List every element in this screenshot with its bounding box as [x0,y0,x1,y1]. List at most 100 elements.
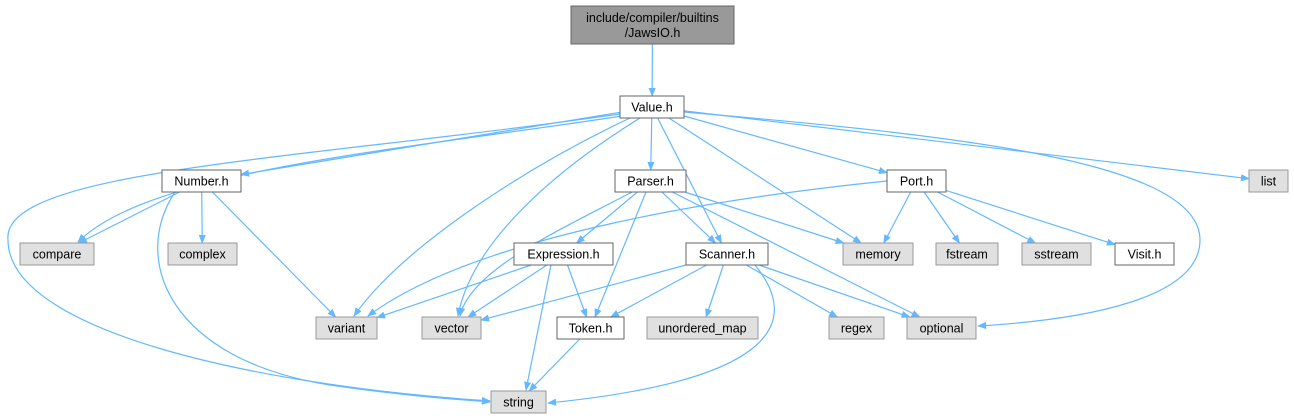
edge-expression_h-to-token_h [566,264,588,318]
node-memory: memory [842,242,914,266]
node-box [619,95,685,119]
node-box [935,242,999,266]
edge-number_h-to-compare [77,191,180,244]
edge-line [661,191,717,244]
node-label: optional [920,322,964,336]
node-port-h[interactable]: Port.h [886,169,947,193]
node-label: /JawsIO.h [625,26,681,40]
edge-port_h-to-visit_h [945,189,1116,246]
node-optional: optional [906,316,977,340]
edge-parser_h-to-token_h [594,191,647,318]
edge-line [683,110,1250,182]
edge-line [7,113,621,405]
node-expression-h[interactable]: Expression.h [513,242,614,266]
edge-value_h-to-compare [77,115,623,243]
node-visit-h[interactable]: Visit.h [1114,242,1175,266]
edge-number_h-to-string [157,191,491,405]
node-sstream: sstream [1021,242,1092,266]
edge-line [657,117,722,244]
edge-line [547,264,775,406]
edge-value_h-to-variant [353,117,631,317]
node-box [513,242,614,266]
node-label: list [1261,175,1277,189]
edge-line [524,264,552,391]
node-value-h[interactable]: Value.h [619,95,685,119]
node-complex: complex [167,242,238,266]
edge-value_h-to-string [7,113,621,405]
edge-port_h-to-fstream [923,191,960,244]
edge-value_h-to-scanner_h [657,117,722,244]
node-unordered-map: unordered_map [646,316,759,340]
edge-line [684,191,845,244]
node-box [646,316,759,340]
node-box [421,316,482,340]
node-label: regex [841,322,873,336]
node-box [886,169,947,193]
edge-parser_h-to-expression_h [575,191,638,244]
edge-port_h-to-sstream [937,191,1037,244]
edge-line [746,264,839,318]
edge-scanner_h-to-vector [480,264,687,322]
edge-value_h-to-parser_h [647,117,655,171]
node-label: memory [855,248,901,262]
edge-scanner_h-to-unordered_map [705,264,724,318]
node-list: list [1248,169,1289,193]
node-box [828,316,885,340]
node-box [1114,242,1175,266]
node-label: Token.h [569,322,613,336]
edge-scanner_h-to-token_h [610,264,707,318]
edge-value_h-to-list [683,110,1250,182]
node-token-h[interactable]: Token.h [556,316,625,340]
edge-token_h-to-string [528,338,581,392]
edge-line [467,264,548,318]
node-label: Visit.h [1128,248,1162,262]
node-label: Expression.h [527,248,599,262]
node-root: include/compiler/builtins/JawsIO.h [570,5,735,45]
node-box [842,242,914,266]
edge-line [672,191,921,318]
node-compare: compare [19,242,95,266]
edge-number_h-to-complex [198,191,206,244]
edge-line [211,191,337,318]
edge-line [937,191,1037,244]
edge-value_h-to-optional [683,111,1201,330]
node-label: compare [33,248,82,262]
edge-expression_h-to-vector [467,264,548,318]
edge-line [683,115,888,174]
node-box [570,5,735,45]
edge-line [883,191,912,244]
edge-line [353,117,631,317]
edge-line [77,191,180,244]
edge-expression_h-to-variant [376,264,532,319]
edge-scanner_h-to-string [547,264,775,406]
node-box [614,169,687,193]
dependency-nodes: include/compiler/builtins/JawsIO.hValue.… [19,5,1289,414]
node-box [1021,242,1092,266]
edge-port_h-to-variant [367,180,888,317]
edge-line [528,338,581,392]
node-box [906,316,977,340]
node-label: Number.h [174,175,228,189]
node-vector: vector [421,316,482,340]
edge-line [923,191,960,244]
edge-line [705,264,724,318]
node-label: string [503,396,534,410]
node-label: Port.h [900,175,933,189]
node-label: vector [434,322,468,336]
edge-line [566,264,588,318]
edge-parser_h-to-optional [672,191,921,318]
node-scanner-h[interactable]: Scanner.h [685,242,769,266]
node-box [490,390,547,414]
edge-line [157,191,491,405]
node-number-h[interactable]: Number.h [161,169,242,193]
node-label: complex [179,248,226,262]
edge-line [610,264,707,318]
node-box [1248,169,1289,193]
edge-line [367,180,888,317]
node-variant: variant [315,316,378,340]
edge-line [455,117,641,317]
node-parser-h[interactable]: Parser.h [614,169,687,193]
edge-scanner_h-to-optional [758,264,911,318]
node-label: unordered_map [658,322,746,336]
